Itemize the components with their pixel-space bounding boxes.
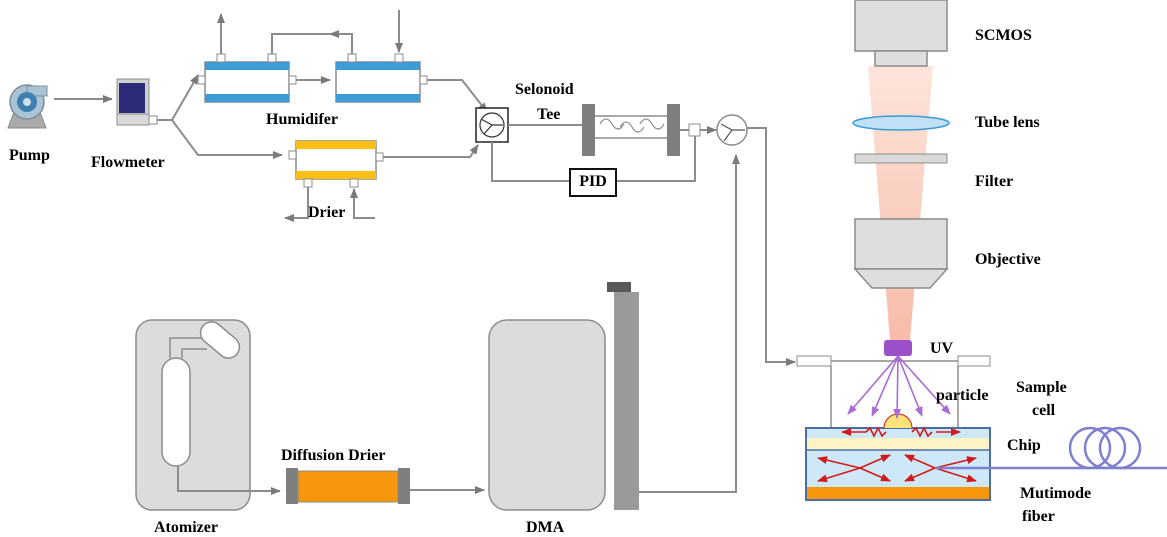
pid-loop-right xyxy=(616,136,696,182)
humidifier-to-valve-line xyxy=(427,79,488,113)
sample-cell-label-2: cell xyxy=(1032,402,1056,419)
drier-exhaust-line xyxy=(284,187,309,222)
return-line-2 xyxy=(329,30,353,54)
atomizer-label: Atomizer xyxy=(154,519,218,536)
mixing-valve xyxy=(716,114,748,146)
atomizer-to-drier-line xyxy=(177,466,281,495)
humidifier-label: Humidifer xyxy=(266,111,338,128)
flow-to-humidifier-line xyxy=(157,74,199,121)
tee-mixer xyxy=(582,104,680,156)
sample-cell-label-1: Sample xyxy=(1016,379,1067,396)
pid-label: PID xyxy=(579,173,607,190)
light-beam xyxy=(868,66,933,340)
tube-lens xyxy=(852,115,950,131)
uv-label: UV xyxy=(930,340,954,357)
drier xyxy=(288,140,384,188)
pid-loop-left xyxy=(491,142,570,182)
pump xyxy=(7,84,48,129)
dma-to-valve-line xyxy=(639,154,740,493)
uv-rays xyxy=(847,355,951,419)
flowmeter xyxy=(116,78,158,126)
drier-label: Drier xyxy=(308,204,346,221)
solenoid-label: Selonoid xyxy=(515,81,574,98)
fiber-label-2: fiber xyxy=(1022,508,1055,525)
pid-box xyxy=(569,168,617,197)
scatter-waves xyxy=(841,426,961,438)
diffusion-drier xyxy=(286,468,410,504)
chip xyxy=(805,413,991,501)
humidifier-2 xyxy=(335,53,428,103)
diffusion-drier-label: Diffusion Drier xyxy=(281,447,386,464)
filter xyxy=(854,153,948,164)
fiber-label-1: Mutimode xyxy=(1020,485,1092,502)
drier-to-valve-line xyxy=(383,144,479,158)
drier-inlet-line xyxy=(350,188,375,219)
flowmeter-label: Flowmeter xyxy=(91,154,165,171)
sensor-port xyxy=(688,123,701,137)
guided-light xyxy=(817,454,977,483)
scmos-camera xyxy=(854,0,948,67)
objective-label: Objective xyxy=(975,251,1041,268)
particle-label: particle xyxy=(936,387,989,404)
multimode-fiber xyxy=(935,426,1167,470)
humidifier-1 xyxy=(197,53,297,103)
return-line xyxy=(271,33,330,54)
tube-lens-label: Tube lens xyxy=(975,114,1040,131)
flow-to-drier-line xyxy=(171,119,283,159)
tee-label: Tee xyxy=(537,106,561,123)
filter-label: Filter xyxy=(975,173,1014,190)
chip-label: Chip xyxy=(1007,437,1041,454)
objective xyxy=(853,218,949,289)
atomizer xyxy=(135,319,251,511)
dma-label: DMA xyxy=(526,519,565,536)
pump-label: Pump xyxy=(9,147,50,164)
scmos-label: SCMOS xyxy=(975,27,1032,44)
dma xyxy=(488,282,639,511)
solenoid-valve xyxy=(475,107,509,143)
valve-to-cell-line xyxy=(747,127,796,366)
